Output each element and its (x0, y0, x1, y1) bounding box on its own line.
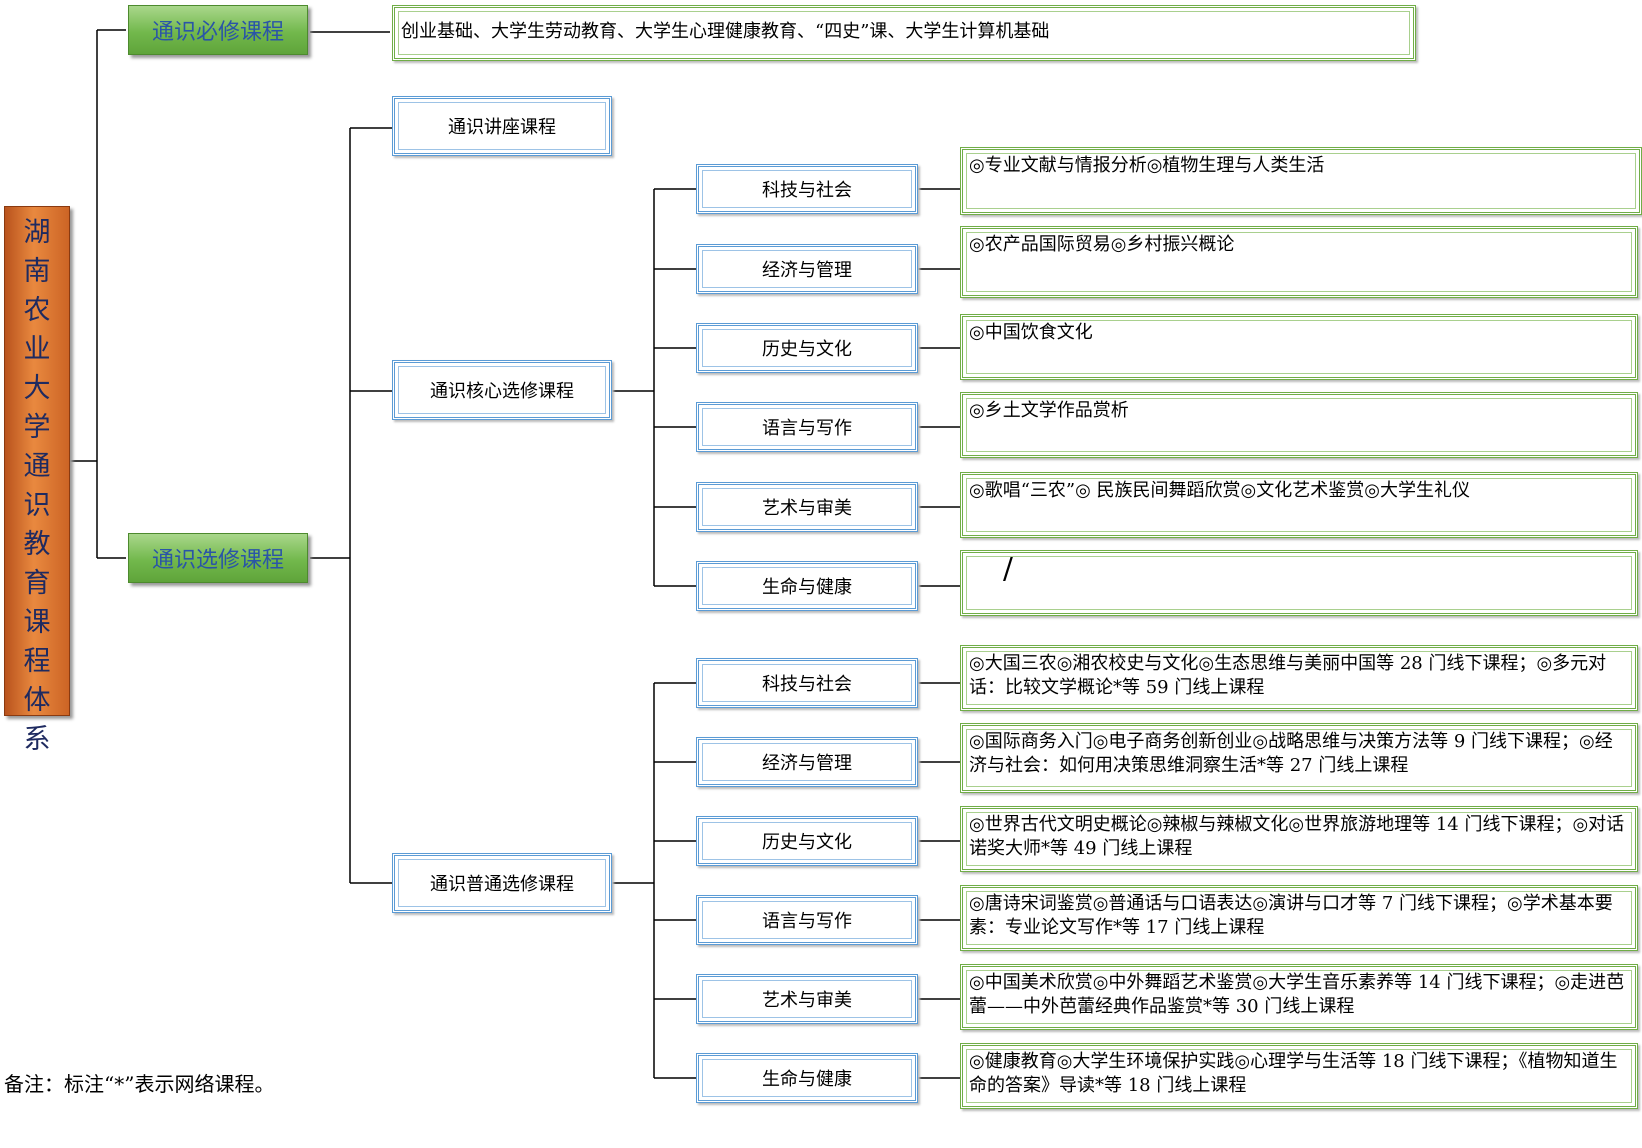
core-category-node: 历史与文化 (696, 323, 918, 373)
root-title-char: 教 (23, 529, 51, 560)
elective-courses-node: 通识选修课程 (128, 533, 308, 583)
required-courses-content: 创业基础、大学生劳动教育、大学生心理健康教育、“四史”课、大学生计算机基础 (392, 5, 1416, 61)
general-category-node: 语言与写作 (696, 895, 918, 945)
required-courses-node: 通识必修课程 (128, 5, 308, 55)
general-course-list: ◎健康教育◎大学生环境保护实践◎心理学与生活等 18 门线下课程；《植物知道生命… (960, 1043, 1638, 1109)
root-title-char: 大 (23, 373, 51, 404)
general-category-node: 艺术与审美 (696, 974, 918, 1024)
general-course-list: ◎中国美术欣赏◎中外舞蹈艺术鉴赏◎大学生音乐素养等 14 门线下课程；◎走进芭蕾… (960, 964, 1638, 1030)
root-title-char: 体 (23, 685, 51, 716)
root-title-char: 学 (23, 412, 51, 443)
root-title-char: 通 (23, 451, 51, 482)
core-category-node: 艺术与审美 (696, 482, 918, 532)
root-title-char: 湖 (23, 217, 51, 248)
lecture-courses-node: 通识讲座课程 (392, 96, 612, 156)
core-category-node: 语言与写作 (696, 402, 918, 452)
root-title-char: 系 (23, 724, 51, 755)
core-course-list: ◎中国饮食文化 (960, 314, 1638, 380)
general-course-list: ◎世界古代文明史概论◎辣椒与辣椒文化◎世界旅游地理等 14 门线下课程；◎对话诺… (960, 806, 1638, 872)
root-title-char: 业 (23, 334, 51, 365)
general-course-list: ◎唐诗宋词鉴赏◎普通话与口语表达◎演讲与口才等 7 门线下课程；◎学术基本要素：… (960, 885, 1638, 951)
core-category-node: 科技与社会 (696, 164, 918, 214)
general-elective-node: 通识普通选修课程 (392, 853, 612, 913)
root-title-char: 农 (23, 295, 51, 326)
root-title-char: 识 (23, 490, 51, 521)
root-title-char: 程 (23, 646, 51, 677)
general-category-node: 生命与健康 (696, 1053, 918, 1103)
core-category-node: 生命与健康 (696, 561, 918, 611)
general-category-node: 科技与社会 (696, 658, 918, 708)
core-course-list: ◎农产品国际贸易◎乡村振兴概论 (960, 226, 1638, 298)
root-title-char: 南 (23, 256, 51, 287)
core-course-list: ◎乡土文学作品赏析 (960, 392, 1638, 458)
root-title: 湖南农业大学通识教育课程体系 (4, 210, 70, 755)
general-category-node: 经济与管理 (696, 737, 918, 787)
root-node (4, 206, 70, 716)
root-title-char: 课 (23, 607, 51, 638)
core-category-node: 经济与管理 (696, 244, 918, 294)
general-course-list: ◎大国三农◎湘农校史与文化◎生态思维与美丽中国等 28 门线下课程；◎多元对话：… (960, 645, 1638, 711)
core-course-list: ◎歌唱“三农”◎ 民族民间舞蹈欣赏◎文化艺术鉴赏◎大学生礼仪 (960, 472, 1638, 538)
root-title-char: 育 (23, 568, 51, 599)
core-elective-node: 通识核心选修课程 (392, 360, 612, 420)
core-course-list: / (960, 550, 1638, 616)
footnote: 备注：标注“*”表示网络课程。 (4, 1072, 275, 1096)
general-category-node: 历史与文化 (696, 816, 918, 866)
general-course-list: ◎国际商务入门◎电子商务创新创业◎战略思维与决策方法等 9 门线下课程；◎经济与… (960, 723, 1638, 793)
core-course-list: ◎专业文献与情报分析◎植物生理与人类生活 (960, 147, 1642, 215)
